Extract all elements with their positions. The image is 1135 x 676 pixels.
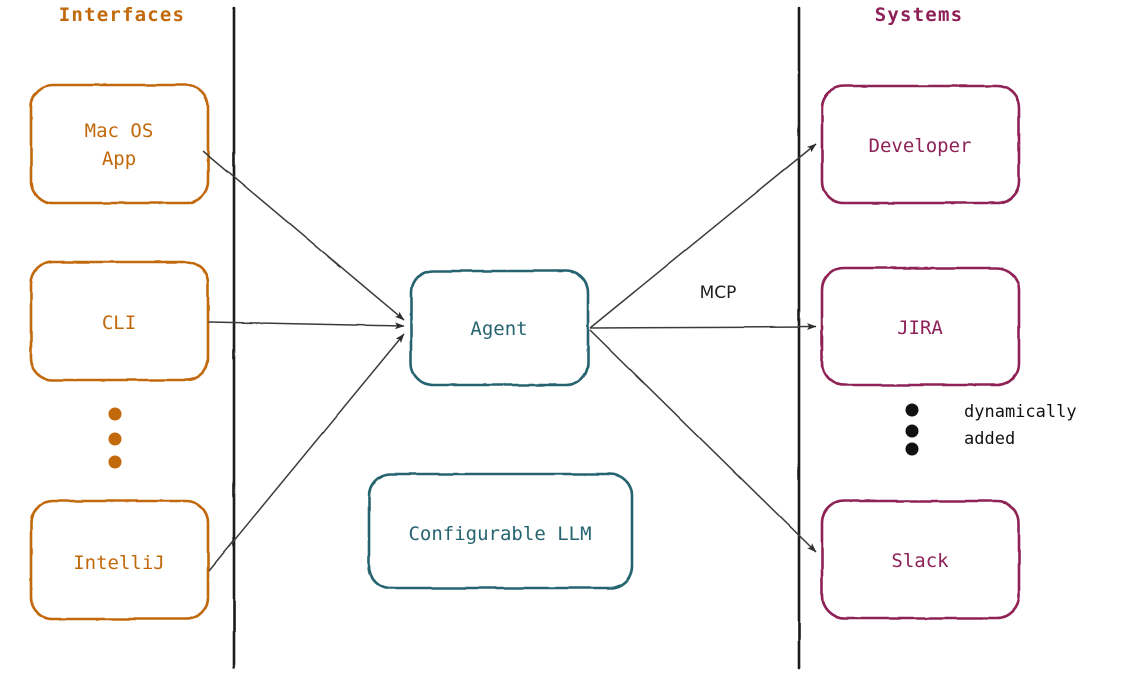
node-box-intellij[interactable] <box>29 499 210 621</box>
systems-note-line2: added <box>964 429 1015 449</box>
node-label-intellij: IntelliJ <box>73 552 165 574</box>
node-label-macos-app-line2: App <box>102 148 136 170</box>
node-label-developer: Developer <box>869 135 972 157</box>
node-label-jira: JIRA <box>897 317 943 339</box>
edge-macos-to-agent <box>202 150 405 321</box>
node-box-macos-app[interactable] <box>29 83 210 205</box>
edge-intellij-to-agent <box>208 333 405 572</box>
node-label-macos-app-line1: Mac OS <box>85 120 154 142</box>
systems-ellipsis-icon <box>905 403 919 456</box>
node-label-agent: Agent <box>470 318 527 340</box>
systems-column-title: Systems <box>875 4 963 26</box>
interfaces-column-title: Interfaces <box>59 4 185 26</box>
edge-cli-to-agent <box>208 321 405 330</box>
interfaces-ellipsis-icon <box>108 407 122 469</box>
node-box-slack[interactable] <box>820 499 1021 620</box>
edge-agent-to-developer <box>589 143 817 329</box>
edge-agent-to-jira <box>589 323 817 331</box>
node-box-agent[interactable] <box>409 269 590 387</box>
systems-note-line1: dynamically <box>964 402 1077 422</box>
edge-agent-to-slack <box>589 329 817 553</box>
node-label-cli: CLI <box>102 312 136 334</box>
edge-label-mcp: MCP <box>700 283 737 303</box>
node-label-slack: Slack <box>891 550 949 572</box>
node-box-configurable-llm[interactable] <box>367 472 634 590</box>
node-box-jira[interactable] <box>820 266 1021 387</box>
node-box-cli[interactable] <box>29 260 210 382</box>
node-box-developer[interactable] <box>820 84 1021 205</box>
node-label-configurable-llm: Configurable LLM <box>408 523 591 545</box>
